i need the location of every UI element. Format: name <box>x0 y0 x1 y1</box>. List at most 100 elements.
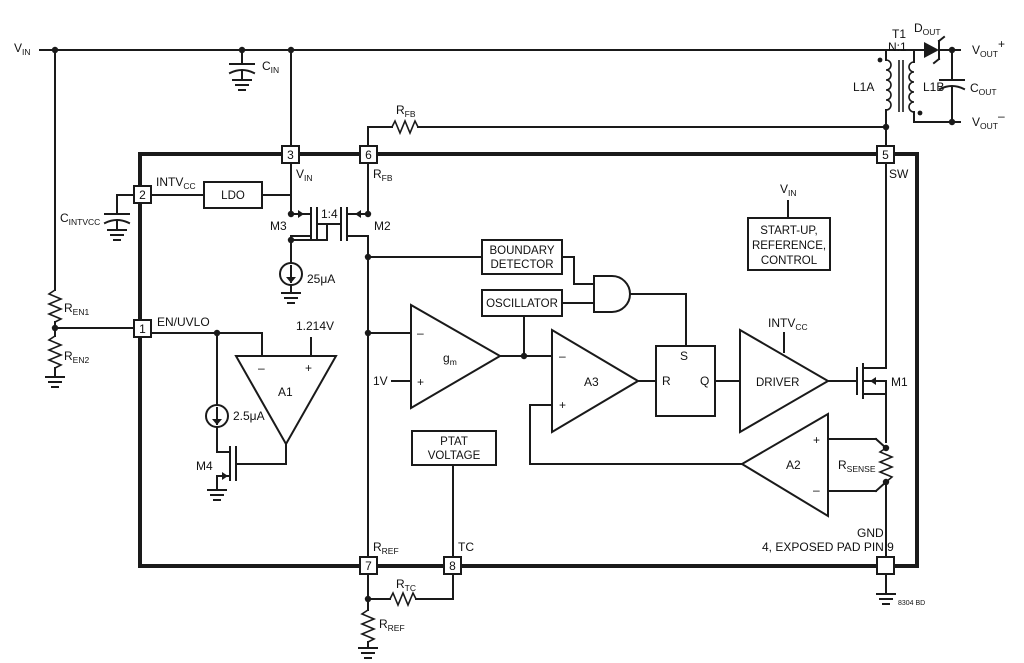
svg-text:R: R <box>662 374 671 388</box>
svg-text:VOLTAGE: VOLTAGE <box>428 450 481 462</box>
gm-amplifier: – + gm <box>367 303 553 410</box>
pin-1: 1 <box>133 319 152 338</box>
rfb-pin-label: RFB <box>373 167 393 183</box>
svg-text:Q: Q <box>700 374 709 388</box>
m4-label: M4 <box>196 459 213 473</box>
svg-text:PTAT: PTAT <box>440 436 468 448</box>
l1a-label: L1A <box>853 80 874 94</box>
n1-label: N:1 <box>888 40 907 54</box>
cintvcc-label: CINTVCC <box>60 211 100 227</box>
comparator-a1: – + A1 <box>234 355 338 447</box>
pin-7: 7 <box>359 556 378 575</box>
gnd-pin-label: 4, EXPOSED PAD PIN 9 <box>762 540 894 554</box>
driver-block: DRIVER <box>739 328 858 434</box>
pin-8: 8 <box>443 556 462 575</box>
ren-divider <box>45 49 135 388</box>
svg-text:gm: gm <box>443 351 457 367</box>
tc-label: TC <box>458 540 474 554</box>
pin-3: 3 <box>281 145 300 164</box>
oscillator-block: OSCILLATOR <box>481 289 563 317</box>
pin-gnd <box>876 556 895 575</box>
svg-text:–: – <box>813 483 820 497</box>
svg-text:8: 8 <box>449 559 456 573</box>
svg-text:3: 3 <box>287 148 294 162</box>
vin-rail <box>39 46 919 54</box>
t1-label: T1 <box>892 27 906 41</box>
cout-label: COUT <box>970 81 997 97</box>
and-gate <box>520 256 687 360</box>
svg-text:7: 7 <box>365 559 372 573</box>
svg-text:LDO: LDO <box>221 190 245 202</box>
ptat-voltage-block: PTAT VOLTAGE <box>411 430 497 558</box>
intvcc-ldo-wiring <box>103 194 292 241</box>
svg-text:5: 5 <box>882 148 889 162</box>
rtc-label: RTC <box>396 577 416 593</box>
svg-text:DRIVER: DRIVER <box>756 377 799 389</box>
svg-text:A2: A2 <box>786 458 801 472</box>
transistor-m4 <box>207 443 287 501</box>
amplifier-a2: + – A2 <box>740 412 888 518</box>
svg-text:CONTROL: CONTROL <box>761 255 818 267</box>
svg-text:+: + <box>305 361 312 375</box>
l1b-label: L1B <box>923 80 944 94</box>
ren2-label: REN2 <box>64 349 89 365</box>
svg-text:6: 6 <box>365 148 372 162</box>
i25u-label: 25μA <box>307 272 335 286</box>
svg-text:+: + <box>417 375 424 389</box>
cin-capacitor <box>228 49 256 91</box>
intvcc-pin-label: INTVCC <box>156 175 196 191</box>
svg-text:S: S <box>680 349 688 363</box>
rfb-resistor <box>367 118 890 147</box>
cout-capacitor <box>938 49 966 123</box>
svg-text:A1: A1 <box>278 385 293 399</box>
gnd-label: GND <box>857 526 884 540</box>
sr-flip-flop: S R Q <box>655 345 741 417</box>
svg-text:–: – <box>559 349 566 363</box>
ic-outline <box>138 152 919 568</box>
rsense-resistor <box>877 444 895 558</box>
one-v-label: 1V <box>373 374 388 388</box>
vref-1214-label: 1.214V <box>296 319 334 333</box>
vin-label: VIN <box>14 41 31 57</box>
cin-label: CIN <box>262 59 279 75</box>
i2p5u-label: 2.5μA <box>233 409 265 423</box>
switch-m1 <box>856 162 887 443</box>
gnd-symbol <box>876 573 896 605</box>
svg-text:A3: A3 <box>584 375 599 389</box>
intvcc-driver-label: INTVCC <box>768 316 808 332</box>
mirror-m3-m2 <box>287 162 372 558</box>
vout-plus-label: VOUT+ <box>972 37 1005 59</box>
svg-text:+: + <box>813 433 820 447</box>
startup-reference-control-block: START-UP, REFERENCE, CONTROL <box>747 217 831 271</box>
sw-label: SW <box>889 167 909 181</box>
vin-startup-label: VIN <box>780 182 797 198</box>
m3-label: M3 <box>270 219 287 233</box>
svg-text:OSCILLATOR: OSCILLATOR <box>486 298 558 310</box>
pin-5: 5 <box>876 145 895 164</box>
svg-text:–: – <box>258 361 265 375</box>
svg-text:–: – <box>417 326 424 340</box>
en-uvlo-label: EN/UVLO <box>157 315 210 329</box>
vout-minus-label: VOUT– <box>972 109 1005 131</box>
svg-text:2: 2 <box>139 188 146 202</box>
transformer-t1 <box>877 49 961 147</box>
svg-text:BOUNDARY: BOUNDARY <box>490 245 555 257</box>
rref-res-label: RREF <box>379 617 405 633</box>
ratio-label: 1:4 <box>321 207 338 221</box>
vin-pin-label: VIN <box>296 167 313 183</box>
rfb-top-label: RFB <box>396 103 416 119</box>
boundary-detector-block: BOUNDARY DETECTOR <box>481 239 563 275</box>
pin-2: 2 <box>133 185 152 204</box>
current-source-25ua <box>279 262 303 304</box>
ldo-block: LDO <box>203 181 263 209</box>
rsense-label: RSENSE <box>838 458 876 474</box>
current-source-2p5ua <box>205 404 229 453</box>
svg-text:START-UP,: START-UP, <box>760 225 818 237</box>
svg-text:REFERENCE,: REFERENCE, <box>752 240 826 252</box>
rref-pin-label: RREF <box>373 540 399 556</box>
en-uvlo-wiring <box>150 329 312 405</box>
dout-diode <box>913 35 961 126</box>
svg-text:+: + <box>559 398 566 412</box>
svg-text:1: 1 <box>139 322 146 336</box>
